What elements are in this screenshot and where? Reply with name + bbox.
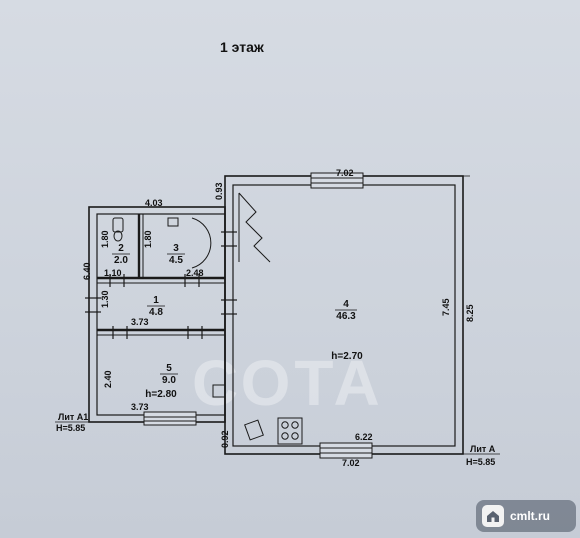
room-5-height: h=2.80 — [145, 389, 177, 400]
window-bottom — [319, 442, 373, 459]
dim-top-left-width: 4.03 — [145, 198, 163, 208]
dim-step-top: 0.93 — [214, 182, 224, 200]
litera-a-height: H=5.85 — [466, 457, 495, 467]
window-top — [310, 172, 364, 189]
dim-room1-height: 1.30 — [100, 290, 110, 308]
fixtures — [112, 192, 303, 445]
plan-title: 1 этаж — [220, 39, 265, 55]
room-3-number: 3 — [173, 243, 179, 254]
dim-right-inner-height: 7.45 — [441, 298, 451, 316]
dim-bottom-right-width: 7.02 — [342, 458, 360, 468]
dim-top-right-width: 7.02 — [336, 168, 354, 178]
litera-labels: Лит А1 H=5.85 Лит А H=5.85 — [56, 412, 496, 467]
room-4-height: h=2.70 — [331, 351, 363, 362]
dim-room2-width: 1.10 — [104, 268, 122, 278]
site-badge[interactable]: cmlt.ru — [476, 500, 576, 532]
stove-icon — [277, 417, 303, 445]
window-room5 — [143, 411, 197, 426]
stairs-icon — [238, 192, 271, 263]
room-5-area: 9.0 — [162, 375, 176, 386]
litera-a1-label: Лит А1 — [58, 412, 88, 422]
shower-arc-icon — [191, 217, 212, 269]
badge-text: cmlt.ru — [510, 509, 551, 523]
room-labels: 2 2.0 3 4.5 1 4.8 5 9.0 h=2.80 4 46.3 h=… — [112, 243, 363, 400]
dim-room3-height: 1.80 — [143, 230, 153, 248]
toilet-icon — [112, 217, 124, 233]
doors — [85, 231, 237, 339]
dim-room1-width: 3.73 — [131, 317, 149, 327]
room-4-number: 4 — [343, 299, 349, 310]
litera-a1-height: H=5.85 — [56, 423, 85, 433]
room-4-area: 46.3 — [336, 311, 356, 322]
sink-icon — [167, 217, 179, 227]
dimension-lines — [55, 175, 500, 455]
room-5-number: 5 — [166, 363, 172, 374]
dim-bottom-inner-right: 6.22 — [355, 432, 373, 442]
dimension-labels: 4.03 7.02 7.02 6.22 3.73 3.73 1.10 2.48 … — [82, 168, 475, 468]
room-1-number: 1 — [153, 295, 159, 306]
room-2-area: 2.0 — [114, 255, 128, 266]
dim-left-height: 6.40 — [82, 262, 92, 280]
watermark-text: СОТА — [192, 347, 384, 419]
room-1-area: 4.8 — [149, 307, 163, 318]
dim-right-outer-height: 8.25 — [465, 304, 475, 322]
dim-room3-width: 2.48 — [186, 268, 204, 278]
dim-room2-height: 1.80 — [100, 230, 110, 248]
dim-step-bottom: 0.92 — [220, 430, 230, 448]
room-3-area: 4.5 — [169, 255, 183, 266]
house-icon — [482, 505, 504, 527]
windows — [143, 172, 373, 459]
litera-a-label: Лит А — [470, 444, 496, 454]
toilet-bowl-icon — [113, 230, 123, 242]
sink-kitchen-icon — [244, 419, 264, 441]
dim-room5-width: 3.73 — [131, 402, 149, 412]
boiler-icon — [212, 384, 226, 398]
room-2-number: 2 — [118, 243, 124, 254]
dim-room5-height: 2.40 — [103, 370, 113, 388]
